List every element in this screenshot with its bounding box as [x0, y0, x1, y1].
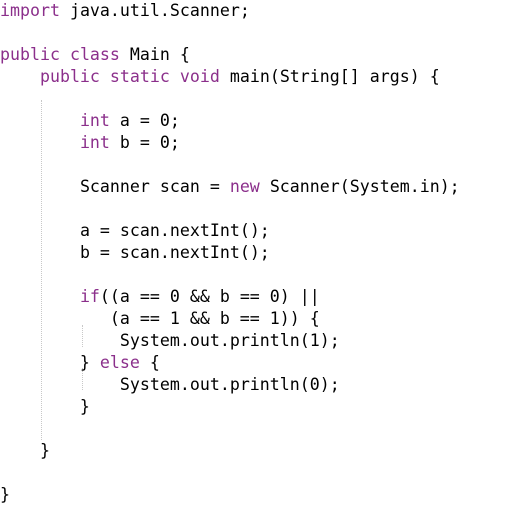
code-line-12[interactable]: b = scan.nextInt(); [79, 243, 270, 262]
code-line-1[interactable]: import java.util.Scanner; [0, 1, 250, 20]
code-line-7[interactable]: int b = 0; [79, 133, 180, 152]
code-line-21[interactable]: } [0, 441, 50, 460]
code-line-17[interactable]: } else { [0, 353, 160, 372]
code-line-18[interactable]: System.out.println(0); [119, 375, 340, 394]
code-line-11[interactable]: a = scan.nextInt(); [79, 221, 270, 240]
code-line-23[interactable]: } [0, 485, 10, 504]
code-line-6[interactable]: int a = 0; [79, 111, 180, 130]
code-line-9[interactable]: Scanner scan = new Scanner(System.in); [79, 177, 460, 196]
code-line-3[interactable]: public class Main { [0, 45, 190, 64]
indent-guide [82, 325, 83, 347]
indent-guide [82, 368, 83, 390]
code-line-16[interactable]: System.out.println(1); [119, 331, 340, 350]
code-line-15[interactable]: (a == 1 && b == 1)) { [0, 309, 320, 328]
code-line-4[interactable]: public static void main(String[] args) { [39, 67, 440, 86]
code-line-19[interactable]: } [0, 397, 90, 416]
indent-guide [41, 100, 42, 440]
code-line-14[interactable]: if((a == 0 && b == 0) || [79, 287, 320, 306]
